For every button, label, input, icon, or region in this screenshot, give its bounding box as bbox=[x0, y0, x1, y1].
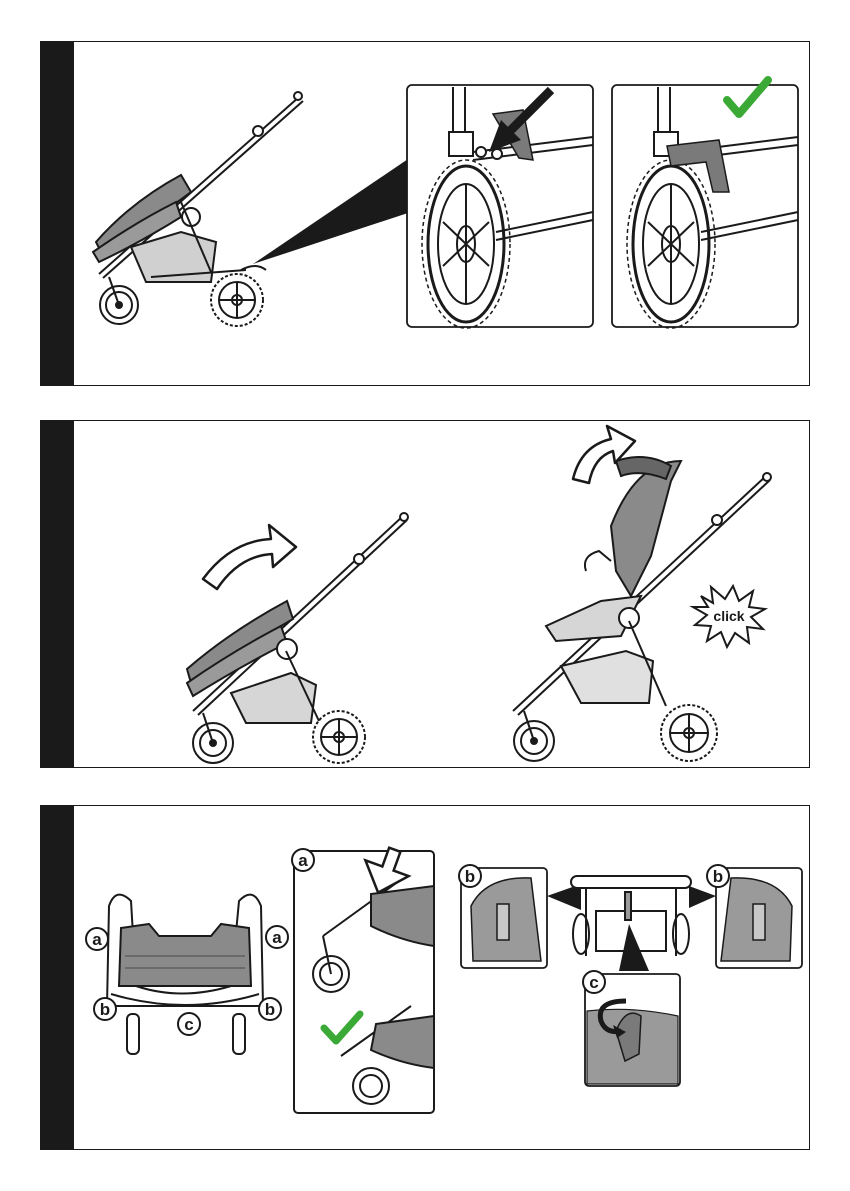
click-label: click bbox=[713, 608, 744, 624]
svg-text:b: b bbox=[713, 867, 723, 886]
svg-text:a: a bbox=[298, 851, 308, 870]
callout-b-right: b bbox=[259, 998, 281, 1020]
brake-illustration bbox=[41, 42, 811, 387]
brake-detail-press bbox=[407, 85, 593, 328]
stroller-side-view bbox=[93, 92, 303, 326]
svg-text:b: b bbox=[100, 1000, 110, 1019]
step-panel-unfold: click bbox=[40, 420, 810, 768]
zoom-wedge bbox=[619, 924, 649, 971]
click-burst: click bbox=[693, 586, 765, 647]
stroller-folded-seat bbox=[187, 513, 408, 763]
svg-text:a: a bbox=[272, 928, 282, 947]
step-panel-brake bbox=[40, 41, 810, 386]
callout-c: c bbox=[178, 1013, 200, 1035]
brake-detail-locked bbox=[612, 80, 798, 328]
zoom-wedge bbox=[253, 157, 411, 264]
callout-a-right: a bbox=[266, 926, 288, 948]
step-panel-basket: a a b b c bbox=[40, 805, 810, 1150]
svg-text:b: b bbox=[265, 1000, 275, 1019]
basket-detail-b-left: b bbox=[459, 865, 547, 968]
zoom-wedge bbox=[689, 886, 716, 908]
svg-text:c: c bbox=[589, 973, 598, 992]
unfold-illustration: click bbox=[41, 421, 811, 769]
basket-detail-c: c bbox=[583, 971, 680, 1086]
curved-arrow-icon bbox=[203, 525, 296, 589]
callout-a-detail: a bbox=[292, 849, 314, 871]
basket-detail-a: a bbox=[292, 842, 434, 1113]
callout-b-left: b bbox=[94, 998, 116, 1020]
svg-text:c: c bbox=[184, 1015, 193, 1034]
basket-detail-b-right: b bbox=[707, 865, 802, 968]
callout-a-left: a bbox=[86, 928, 108, 950]
svg-text:b: b bbox=[465, 867, 475, 886]
basket-illustration: a a b b c bbox=[41, 806, 811, 1151]
svg-text:a: a bbox=[92, 930, 102, 949]
